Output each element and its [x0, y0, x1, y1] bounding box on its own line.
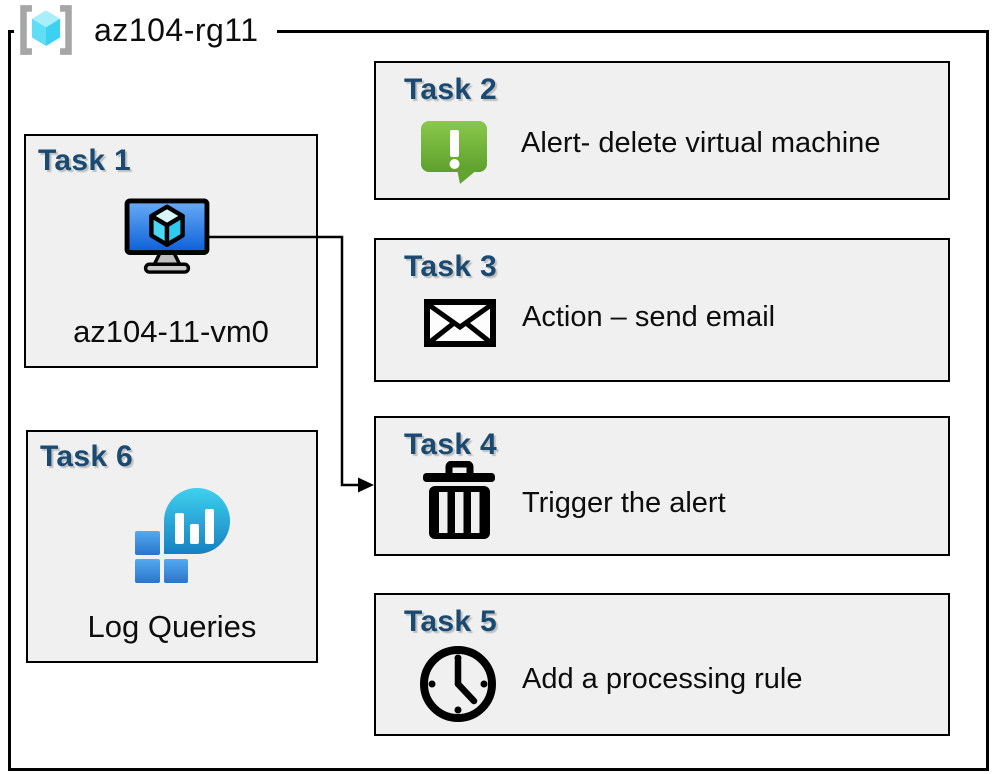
task4-label: Trigger the alert — [522, 487, 726, 519]
resource-group-name: az104-rg11 — [94, 11, 259, 48]
task5-label: Add a processing rule — [522, 663, 803, 695]
resource-group-icon — [20, 5, 72, 55]
task1-label: az104-11-vm0 — [73, 314, 269, 349]
task2-heading: Task 2 — [404, 73, 497, 106]
task2-box: Task 2 Alert- delete virtual machine — [374, 61, 950, 200]
task1-heading: Task 1 — [38, 144, 131, 177]
task4-heading: Task 4 — [404, 428, 497, 461]
task3-box: Task 3 Action – send email — [374, 238, 950, 382]
trash-delete-icon — [423, 461, 495, 539]
virtual-machine-icon — [124, 198, 210, 274]
task5-heading: Task 5 — [404, 605, 497, 638]
task6-label: Log Queries — [87, 609, 257, 644]
task3-heading: Task 3 — [404, 250, 497, 283]
email-envelope-icon — [424, 299, 496, 347]
task4-box: Task 4 Trigger the alert — [374, 416, 950, 556]
log-queries-icon — [135, 488, 230, 583]
task6-heading: Task 6 — [40, 440, 133, 473]
task2-label: Alert- delete virtual machine — [521, 127, 881, 159]
task5-box: Task 5 Add a processing rule — [374, 593, 950, 736]
clock-icon — [420, 646, 496, 722]
task6-box: Task 6 Log Queries — [26, 430, 318, 663]
alert-message-icon — [421, 121, 487, 184]
task3-label: Action – send email — [522, 301, 776, 333]
resource-group-title: az104-rg11 — [14, 4, 277, 56]
task1-box: Task 1 az104-11-vm0 — [24, 134, 318, 368]
